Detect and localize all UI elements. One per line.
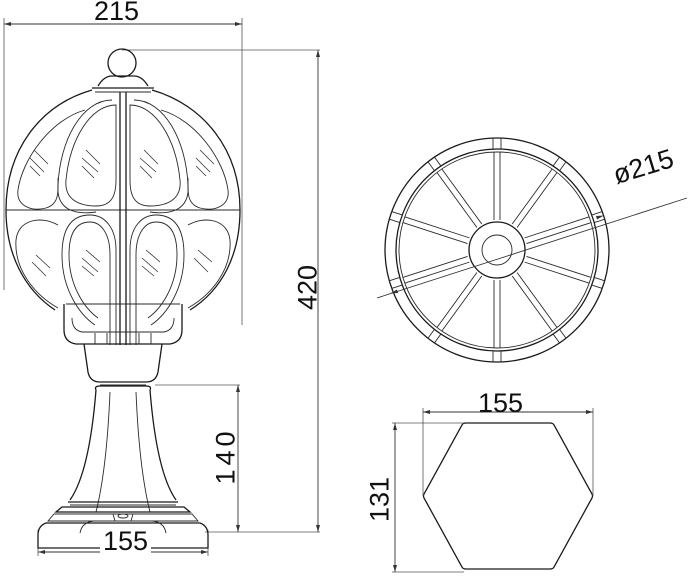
dimension-height-base <box>155 384 240 532</box>
base-view <box>392 408 594 573</box>
lamp-globe <box>5 89 241 345</box>
dimension-diameter <box>376 197 688 299</box>
label-hex-width: 155 <box>478 388 524 418</box>
glass-hatching <box>29 149 215 277</box>
front-view <box>3 18 320 556</box>
dimension-hex-height <box>392 422 464 573</box>
label-hex-height: 131 <box>364 476 395 523</box>
top-view <box>376 137 688 363</box>
lamp-collar <box>63 303 183 383</box>
label-height-total: 420 <box>292 264 323 311</box>
dimension-hex-width <box>422 408 594 496</box>
lamp-finial <box>92 48 154 93</box>
label-width-base: 155 <box>100 528 152 555</box>
label-width-top: 215 <box>94 0 140 26</box>
lamp-pedestal <box>37 384 209 549</box>
switch-icon <box>112 513 134 522</box>
dimension-height-total <box>122 49 320 533</box>
label-height-base: 140 <box>210 427 241 485</box>
wheel-spokes <box>389 138 605 362</box>
dimension-width-top <box>3 18 243 325</box>
